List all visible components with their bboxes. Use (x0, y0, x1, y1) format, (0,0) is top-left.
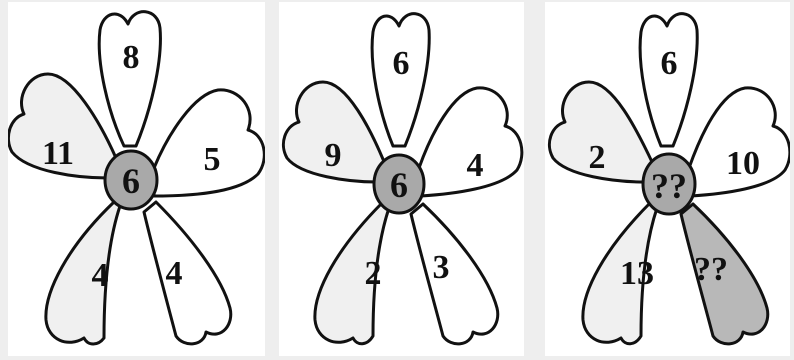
petal-label-top: 6 (393, 45, 410, 82)
petal-label-lower-left: 4 (92, 257, 109, 294)
petal-label-lower-left: 13 (620, 255, 654, 292)
center-label: ?? (651, 166, 687, 206)
petal-label-upper-right: 10 (726, 145, 760, 182)
petal-label-lower-right: 4 (166, 255, 183, 292)
petal-label-lower-right: ?? (694, 251, 728, 288)
petal-label-lower-left: 2 (365, 255, 382, 292)
flower-panel-3: 6 2 10 13 ?? ?? (545, 2, 790, 356)
petal-label-top: 8 (123, 39, 140, 76)
petal-label-upper-left: 9 (325, 137, 342, 174)
flower-3: 6 2 10 13 ?? ?? (545, 2, 790, 356)
petal-lower-right (411, 204, 498, 344)
petal-label-upper-left: 11 (42, 135, 74, 172)
flower-panel-1: 8 11 5 4 4 6 (8, 2, 265, 356)
petal-top (99, 12, 160, 146)
flower-1: 8 11 5 4 4 6 (8, 2, 265, 356)
petal-label-upper-left: 2 (589, 139, 606, 176)
petal-label-lower-right: 3 (433, 249, 450, 286)
center-label: 6 (390, 165, 408, 205)
petal-label-upper-right: 4 (467, 147, 484, 184)
petal-label-upper-right: 5 (204, 141, 221, 178)
flower-2: 6 9 4 2 3 6 (279, 2, 524, 356)
petal-label-top: 6 (661, 45, 678, 82)
flower-panel-2: 6 9 4 2 3 6 (279, 2, 524, 356)
petal-lower-right (144, 202, 231, 344)
petal-lower-left (46, 202, 120, 344)
center-label: 6 (122, 161, 140, 201)
